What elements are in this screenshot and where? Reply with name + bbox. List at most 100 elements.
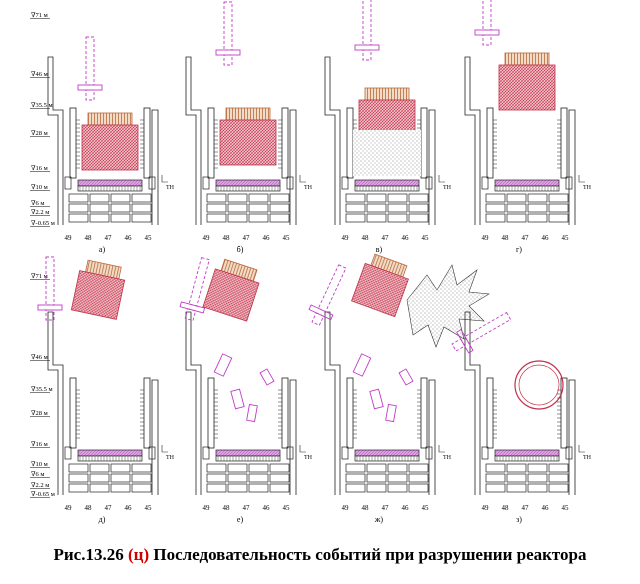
foundation-room xyxy=(366,483,387,493)
caption-figure-number: Рис.13.26 xyxy=(53,545,124,564)
upper-plate-elena xyxy=(364,87,410,101)
foundation-room xyxy=(269,213,290,223)
th-marker: ТН xyxy=(438,175,452,191)
foundation-room xyxy=(206,193,227,203)
foundation-room xyxy=(248,483,269,493)
refueling-machine xyxy=(77,36,103,101)
level-label: ∇71 м xyxy=(31,273,48,280)
lower-plate xyxy=(494,449,560,457)
building-wall-left xyxy=(47,311,64,495)
refueling-carriage xyxy=(308,304,334,321)
upper-plate-ring xyxy=(514,360,564,410)
foundation-room xyxy=(387,483,408,493)
lower-plate xyxy=(77,179,143,187)
axis-label: 49 xyxy=(482,504,490,512)
side-box xyxy=(481,446,489,460)
refueling-mast xyxy=(317,264,347,313)
foundation-room xyxy=(345,473,366,483)
shaft-wall-right xyxy=(560,377,568,449)
refueling-carriage xyxy=(456,328,474,354)
axis-label: 49 xyxy=(203,234,211,242)
foundation-room xyxy=(227,213,248,223)
level-label: ∇10 м xyxy=(31,461,48,468)
side-box xyxy=(341,176,349,190)
core-graphite-stack xyxy=(81,124,139,171)
axis-label: 45 xyxy=(145,504,153,512)
side-box xyxy=(64,176,72,190)
th-label: ТН xyxy=(443,455,452,461)
reactor-core xyxy=(351,253,409,318)
level-label: ∇-0.65 м xyxy=(31,220,55,227)
foundation-room xyxy=(485,203,506,213)
refueling-head xyxy=(184,308,197,322)
foundation-room xyxy=(68,193,89,203)
foundation-room xyxy=(408,473,429,483)
building-wall-right xyxy=(289,379,297,495)
foundation-room xyxy=(110,193,131,203)
foundation-room xyxy=(227,463,248,473)
foundation-room xyxy=(110,203,131,213)
shaft-wall-left xyxy=(346,377,354,449)
building-wall-right xyxy=(428,109,436,225)
foundation-room xyxy=(206,483,227,493)
th-label: ТН xyxy=(443,185,452,191)
refueling-machine xyxy=(354,0,380,61)
foundation-room xyxy=(345,483,366,493)
refueling-head xyxy=(223,54,233,66)
level-label: ∇2.2 м xyxy=(31,209,49,216)
foundation-room xyxy=(408,483,429,493)
falling-debris xyxy=(385,403,397,423)
shaft-wall-right xyxy=(281,377,289,449)
th-label: ТН xyxy=(166,185,175,191)
reactor-core xyxy=(498,52,556,111)
panel-label: г) xyxy=(516,245,522,254)
level-label: ∇16 м xyxy=(31,441,48,448)
refueling-carriage xyxy=(37,304,63,311)
foundation-room xyxy=(227,193,248,203)
shaft-wall-right xyxy=(143,107,151,179)
axis-label: 47 xyxy=(522,504,530,512)
building-wall-left xyxy=(185,311,202,495)
foundation-room xyxy=(506,483,527,493)
refueling-head xyxy=(311,312,325,326)
side-box xyxy=(481,176,489,190)
level-label: ∇10 м xyxy=(31,184,48,191)
axis-label: 45 xyxy=(145,234,153,242)
foundation-room xyxy=(206,203,227,213)
foundation-room xyxy=(548,203,569,213)
foundation-room xyxy=(68,203,89,213)
foundation-room xyxy=(485,483,506,493)
foundation-room xyxy=(248,203,269,213)
refueling-mast xyxy=(223,1,233,51)
refueling-head xyxy=(482,34,492,46)
th-marker: ТН xyxy=(438,445,452,461)
level-label: ∇28 м xyxy=(31,130,48,137)
refueling-carriage xyxy=(354,44,380,51)
reactor-core xyxy=(202,258,260,322)
axis-label: 49 xyxy=(203,504,211,512)
building-wall-right xyxy=(289,109,297,225)
foundation-room xyxy=(89,473,110,483)
refueling-carriage xyxy=(474,29,500,36)
reactor-core xyxy=(81,112,139,171)
upper-plate-ring-inner xyxy=(518,364,560,406)
foundation-room xyxy=(68,213,89,223)
core-graphite-stack xyxy=(202,268,260,322)
foundation-room xyxy=(110,463,131,473)
foundation-room xyxy=(387,193,408,203)
foundation-room xyxy=(485,473,506,483)
foundation-room xyxy=(506,193,527,203)
caption-title: Последовательность событий при разрушени… xyxy=(153,545,587,564)
foundation-room xyxy=(527,473,548,483)
side-box xyxy=(202,176,210,190)
building-wall-right xyxy=(568,109,576,225)
building-wall-left xyxy=(324,56,341,225)
lower-plate xyxy=(494,179,560,187)
foundation-room xyxy=(89,483,110,493)
axis-label: 45 xyxy=(562,234,570,242)
lower-plate xyxy=(215,179,281,187)
